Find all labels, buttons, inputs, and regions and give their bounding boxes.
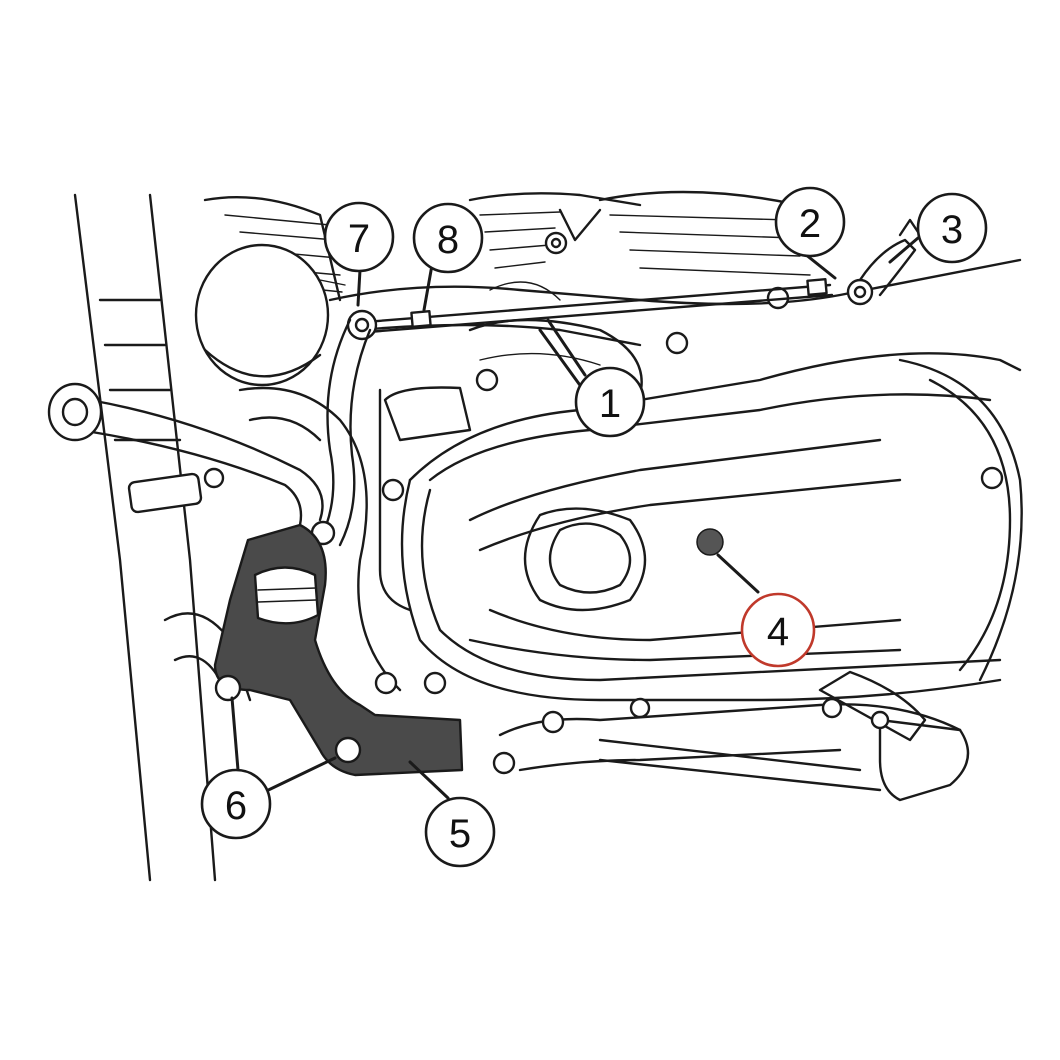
callout-3-label: 3 (941, 208, 963, 252)
callout-2-label: 2 (799, 202, 821, 246)
shift-rod (346, 278, 874, 341)
callout-4-label: 4 (767, 610, 789, 654)
leader-lines (230, 236, 920, 800)
oil-filter (194, 243, 346, 387)
callout-8-label: 8 (437, 218, 459, 262)
callout-7-label: 7 (348, 217, 370, 261)
callout-2: 2 (774, 186, 846, 258)
callout-5-label: 5 (449, 812, 471, 856)
shift-linkage-arm (318, 318, 372, 547)
callout-7: 7 (323, 201, 395, 273)
leader-1a (546, 318, 587, 377)
brake-pedal (492, 670, 970, 802)
callout-6-label: 6 (225, 784, 247, 828)
leader-6a (230, 696, 240, 772)
cylinder-fins (203, 190, 822, 302)
callout-3: 3 (916, 192, 988, 264)
dark-bracket (213, 523, 464, 777)
callout-1: 1 (574, 366, 646, 438)
leader-5 (408, 760, 450, 800)
callout-6: 6 (200, 768, 272, 840)
callout-8: 8 (412, 202, 484, 274)
leader-6b (256, 756, 337, 797)
primary-cover (400, 352, 1023, 702)
shifter-lever (47, 382, 336, 546)
leader-8 (422, 263, 434, 312)
leader-4 (716, 553, 760, 594)
marker-dot (696, 528, 724, 556)
callout-1-label: 1 (599, 382, 621, 426)
callout-4: 4 (740, 592, 816, 668)
leader-3 (888, 236, 920, 264)
leader-7 (356, 268, 362, 307)
callouts: 1 2 3 4 5 6 7 8 (200, 186, 988, 868)
callout-5: 5 (424, 796, 496, 868)
callout-4-highlight-ring (740, 592, 816, 668)
leader-1b (538, 328, 584, 390)
